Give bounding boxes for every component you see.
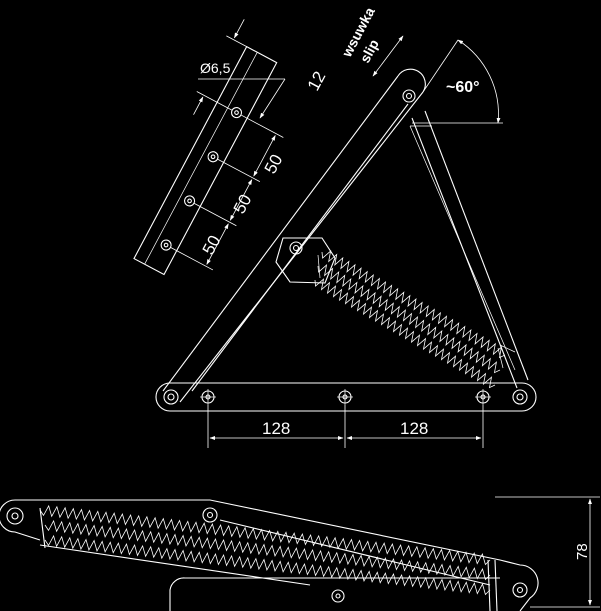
detail-hole-icon xyxy=(184,195,196,207)
spacing-label-2: 50 xyxy=(230,191,256,217)
offset-dimension-label: 12 xyxy=(304,68,330,94)
spacing-label-1: 50 xyxy=(199,232,225,258)
base-left-dimension-label: 128 xyxy=(262,419,290,438)
height-dimension-label: 78 xyxy=(574,543,591,560)
base-spacing-dimension: 128 128 xyxy=(207,405,484,448)
closed-mechanism-view: 78 xyxy=(0,496,600,611)
base-mounting-hole-icon xyxy=(337,389,353,405)
opening-angle-dimension: ~60° xyxy=(412,39,503,124)
height-dimension: 78 xyxy=(495,496,600,608)
closed-spring-set xyxy=(39,504,491,596)
slip-direction-indicator: wsuwka slip xyxy=(338,4,404,77)
base-arm xyxy=(155,382,537,412)
base-mounting-hole-icon xyxy=(200,389,216,405)
spring-anchor-plate xyxy=(275,237,336,284)
hole-diameter-label: Ø6,5 xyxy=(200,60,231,76)
angle-label: ~60° xyxy=(446,79,480,96)
base-mounting-hole-icon xyxy=(475,389,491,405)
detail-hole-icon xyxy=(230,107,243,119)
spring-set xyxy=(314,250,516,389)
support-strut xyxy=(409,110,529,389)
detail-hole-icon xyxy=(207,151,219,163)
lifting-arm xyxy=(162,68,426,403)
detail-hole-icon xyxy=(160,239,172,251)
base-right-dimension-label: 128 xyxy=(400,419,428,438)
